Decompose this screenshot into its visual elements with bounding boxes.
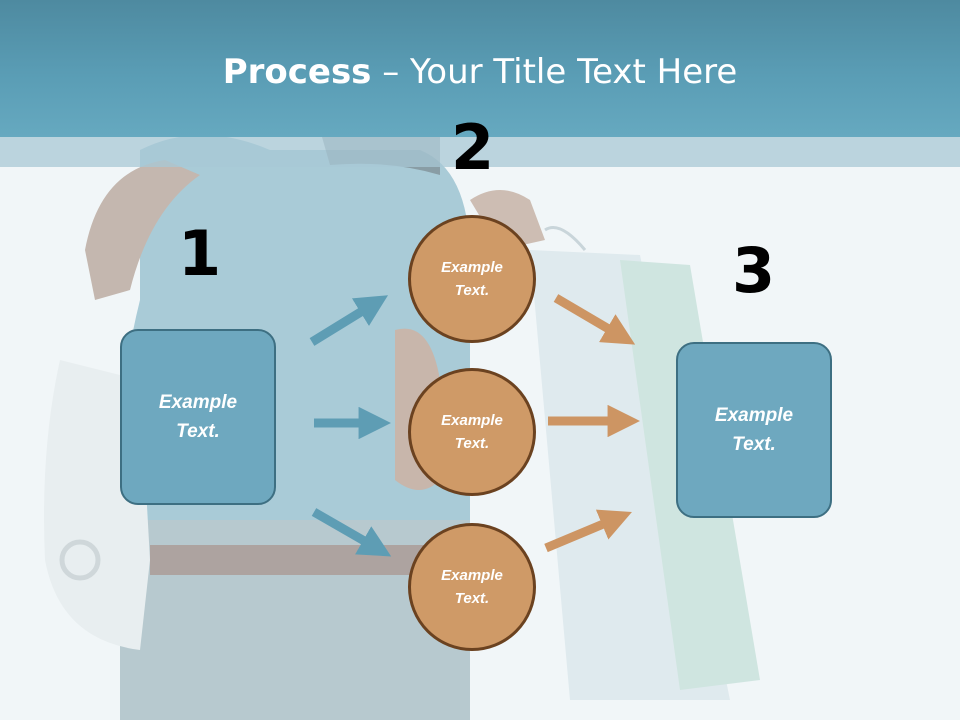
- title-rest: – Your Title Text Here: [371, 52, 738, 92]
- arrow-2c-to-3: [544, 509, 632, 553]
- slide-title: Process – Your Title Text Here: [0, 52, 960, 92]
- arrow-2a-to-3: [553, 294, 636, 345]
- step-3-box: Example Text.: [676, 342, 832, 518]
- step-2-circle-3-text: Example Text.: [441, 567, 503, 607]
- step-3-text: Example Text.: [714, 405, 794, 455]
- title-bold: Process: [222, 52, 372, 92]
- step-2-circle-2: Example Text.: [408, 368, 536, 496]
- step-2-circle-1: Example Text.: [408, 215, 536, 343]
- step-2-circle-3: Example Text.: [408, 523, 536, 651]
- header-band: [0, 0, 960, 137]
- step-1-box: Example Text.: [120, 329, 276, 505]
- step-2-circle-1-text: Example Text.: [441, 259, 503, 299]
- step-2-circle-2-text: Example Text.: [441, 412, 503, 452]
- step-1-text: Example Text.: [158, 392, 238, 442]
- step-number-3: 3: [732, 234, 776, 307]
- header-strip: [0, 137, 960, 167]
- step-number-1: 1: [178, 217, 222, 290]
- arrow-1-to-2c: [311, 508, 392, 557]
- arrow-1-to-2a: [309, 295, 389, 346]
- step-number-2: 2: [451, 111, 495, 184]
